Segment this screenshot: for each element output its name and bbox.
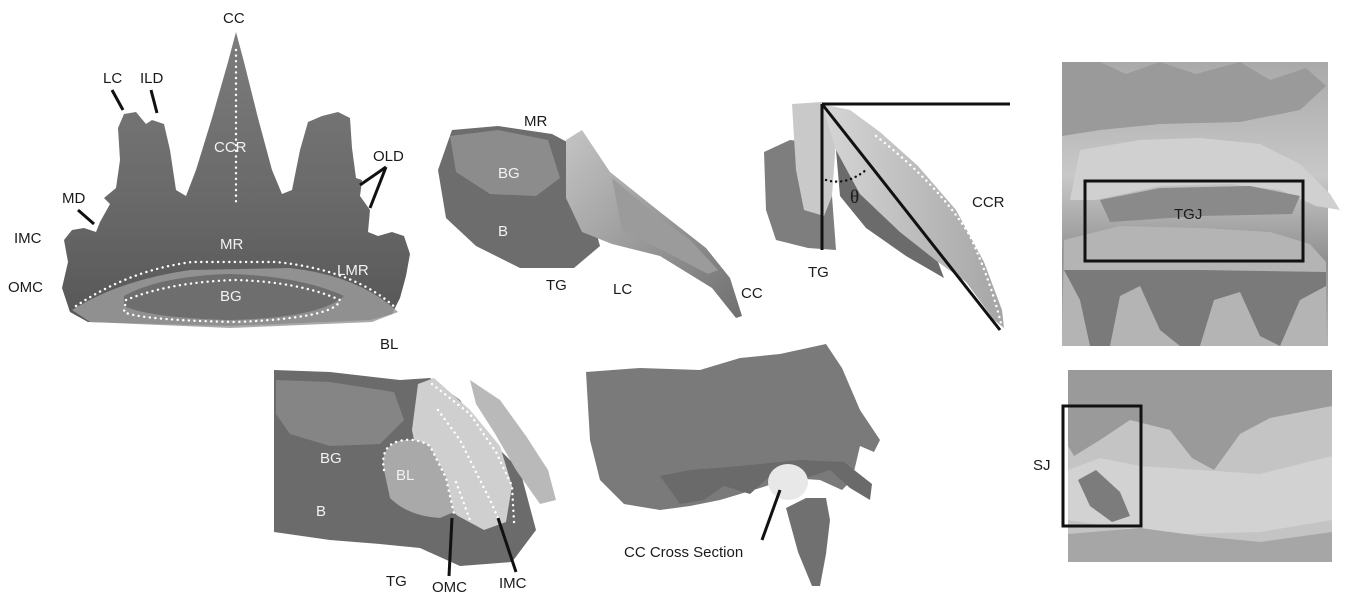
label-tg-e: TG xyxy=(386,573,407,590)
panel-c-scale-side-view: θ CCR TG xyxy=(764,102,1010,330)
panel-a-scale-front-view: CC LC ILD OLD MD IMC CCR MR LMR OMC BG B… xyxy=(8,10,410,353)
label-omc-a: OMC xyxy=(8,279,43,296)
label-cc-b: CC xyxy=(741,285,763,302)
label-tg-b: TG xyxy=(546,277,567,294)
label-cc-a: CC xyxy=(223,10,245,27)
panel-d-tgj-view: TGJ xyxy=(1062,62,1340,346)
panel-g-sj-view: SJ xyxy=(1033,370,1332,562)
label-md: MD xyxy=(62,190,85,207)
lateral-cusp xyxy=(612,178,718,274)
cusp-axis xyxy=(822,104,1000,330)
panel-f-cross-section-view: CC Cross Section xyxy=(586,344,880,586)
leader-lc xyxy=(112,90,123,110)
label-imc-e: IMC xyxy=(499,575,527,592)
label-lc-b: LC xyxy=(613,281,632,298)
label-omc-e: OMC xyxy=(432,579,467,596)
label-bg-b: BG xyxy=(498,165,520,182)
cross-section-surface xyxy=(768,464,808,500)
label-tgj: TGJ xyxy=(1174,206,1202,223)
leader-cross-section xyxy=(762,490,780,540)
label-bg-e: BG xyxy=(320,450,342,467)
label-b-b: B xyxy=(498,223,508,240)
label-bl-e: BL xyxy=(396,467,414,484)
label-cross-section: CC Cross Section xyxy=(624,544,743,561)
label-mr-b: MR xyxy=(524,113,547,130)
label-lc-a: LC xyxy=(103,70,122,87)
label-tg-c: TG xyxy=(808,264,829,281)
panel-e-base-closeup: BG BL B TG OMC IMC xyxy=(274,370,556,596)
panel-b-scale-oblique-view: MR BG B TG LC CC xyxy=(438,113,763,318)
label-lmr: LMR xyxy=(337,262,369,279)
detached-cusp xyxy=(786,498,830,586)
label-sj: SJ xyxy=(1033,457,1051,474)
label-theta: θ xyxy=(850,187,859,208)
label-ccr-c: CCR xyxy=(972,194,1005,211)
label-imc-a: IMC xyxy=(14,230,42,247)
label-bl-a: BL xyxy=(380,336,398,353)
label-old: OLD xyxy=(373,148,404,165)
label-b-e: B xyxy=(316,503,326,520)
leader-md xyxy=(78,210,94,224)
label-ccr-a: CCR xyxy=(214,139,247,156)
label-ild: ILD xyxy=(140,70,164,87)
label-bg-a: BG xyxy=(220,288,242,305)
leader-ild xyxy=(151,90,157,113)
label-mr-a: MR xyxy=(220,236,243,253)
